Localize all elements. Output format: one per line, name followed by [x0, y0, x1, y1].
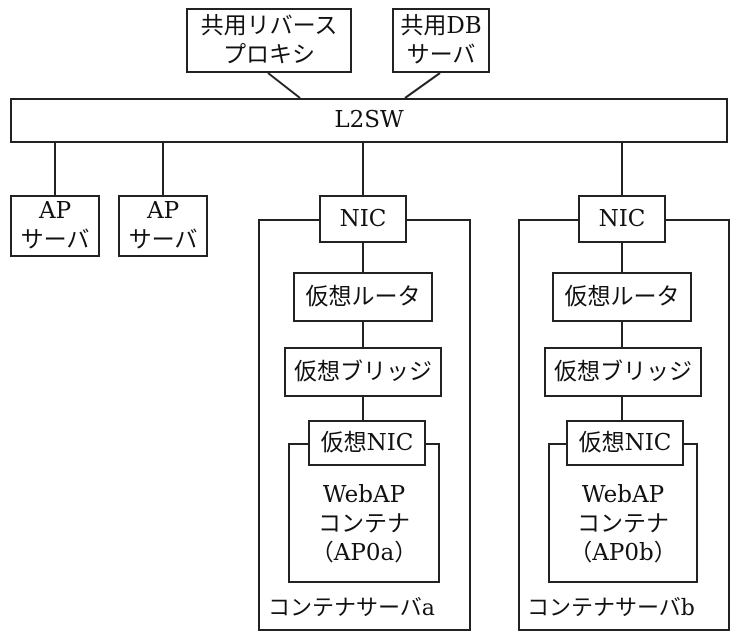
ap-server-1-box: AP サーバ	[10, 195, 100, 257]
virtual-nic-b-box: 仮想NIC	[566, 420, 684, 466]
virtual-bridge-b-box: 仮想ブリッジ	[544, 347, 702, 397]
ap-server-1-line1: AP	[38, 198, 72, 224]
webap-container-b-box: WebAP コンテナ （AP0b）	[548, 443, 698, 583]
ap-server-2-line1: AP	[146, 198, 180, 224]
virtual-bridge-b-label: 仮想ブリッジ	[554, 358, 692, 385]
webap-container-a-box: WebAP コンテナ （AP0a）	[288, 443, 440, 583]
webap-container-a-line2: コンテナ	[318, 510, 410, 537]
virtual-router-a-box: 仮想ルータ	[293, 272, 433, 322]
container-server-b-label: コンテナサーバb	[527, 596, 695, 621]
webap-container-b-line3: （AP0b）	[569, 539, 677, 566]
virtual-nic-a-label: 仮想NIC	[320, 429, 414, 456]
proxy-to-switch-line	[267, 72, 301, 99]
nic-b-label: NIC	[598, 205, 646, 232]
ap-server-1-line2: サーバ	[20, 227, 90, 253]
db-to-switch-line	[404, 72, 441, 99]
virtual-router-a-label: 仮想ルータ	[305, 283, 421, 310]
l2-switch-box: L2SW	[10, 98, 728, 143]
virtual-router-b-box: 仮想ルータ	[552, 272, 692, 322]
virtual-bridge-a-label: 仮想ブリッジ	[294, 358, 432, 385]
nic-a-box: NIC	[319, 195, 407, 243]
shared-reverse-proxy-line2: プロキシ	[223, 41, 315, 68]
webap-container-a-line3: （AP0a）	[310, 539, 418, 566]
shared-reverse-proxy-box: 共用リバース プロキシ	[186, 8, 352, 73]
webap-container-b-line1: WebAP	[581, 481, 665, 508]
webap-container-b-line2: コンテナ	[577, 510, 669, 537]
l2-switch-label: L2SW	[334, 107, 404, 133]
shared-db-server-line2: サーバ	[406, 41, 476, 68]
nic-b-box: NIC	[578, 195, 666, 243]
ap-server-2-box: AP サーバ	[118, 195, 208, 257]
virtual-nic-a-box: 仮想NIC	[308, 420, 426, 466]
container-server-a-label: コンテナサーバa	[268, 596, 435, 621]
shared-reverse-proxy-line1: 共用リバース	[200, 12, 338, 39]
webap-container-a-line1: WebAP	[322, 481, 406, 508]
ap-server-2-line2: サーバ	[128, 227, 198, 253]
shared-db-server-box: 共用DB サーバ	[392, 8, 490, 73]
nic-a-label: NIC	[339, 205, 387, 232]
virtual-bridge-a-box: 仮想ブリッジ	[284, 347, 442, 397]
virtual-nic-b-label: 仮想NIC	[578, 429, 672, 456]
virtual-router-b-label: 仮想ルータ	[564, 283, 680, 310]
shared-db-server-line1: 共用DB	[400, 12, 482, 39]
